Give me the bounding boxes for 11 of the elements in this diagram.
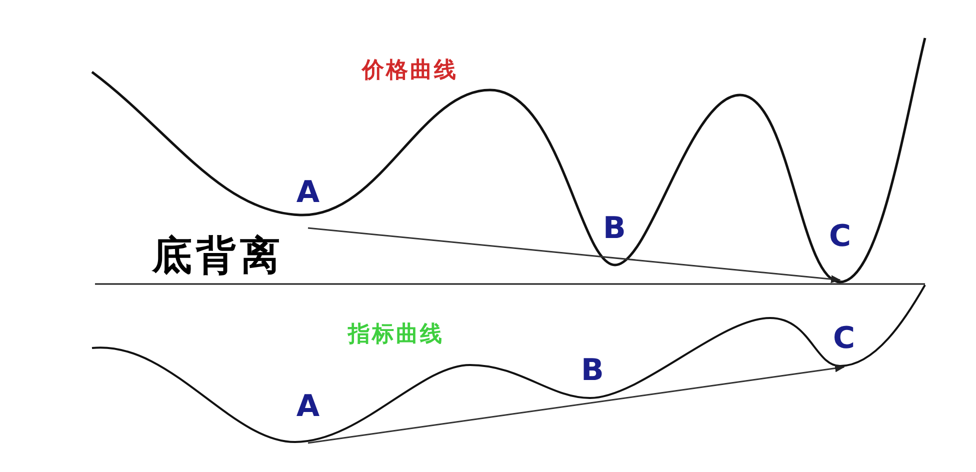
point-label: B: [603, 214, 626, 244]
point-label: C: [832, 324, 856, 354]
point-label: C: [828, 222, 852, 252]
arrow: [308, 227, 841, 284]
curve-title: 价格曲线: [362, 60, 458, 82]
point-label: B: [581, 356, 604, 386]
arrow: [308, 364, 845, 444]
curve-title: 指标曲线: [348, 324, 444, 346]
point-label: A: [296, 392, 320, 422]
diagram-heading: 底背离: [152, 236, 284, 276]
point-label: A: [296, 178, 320, 208]
